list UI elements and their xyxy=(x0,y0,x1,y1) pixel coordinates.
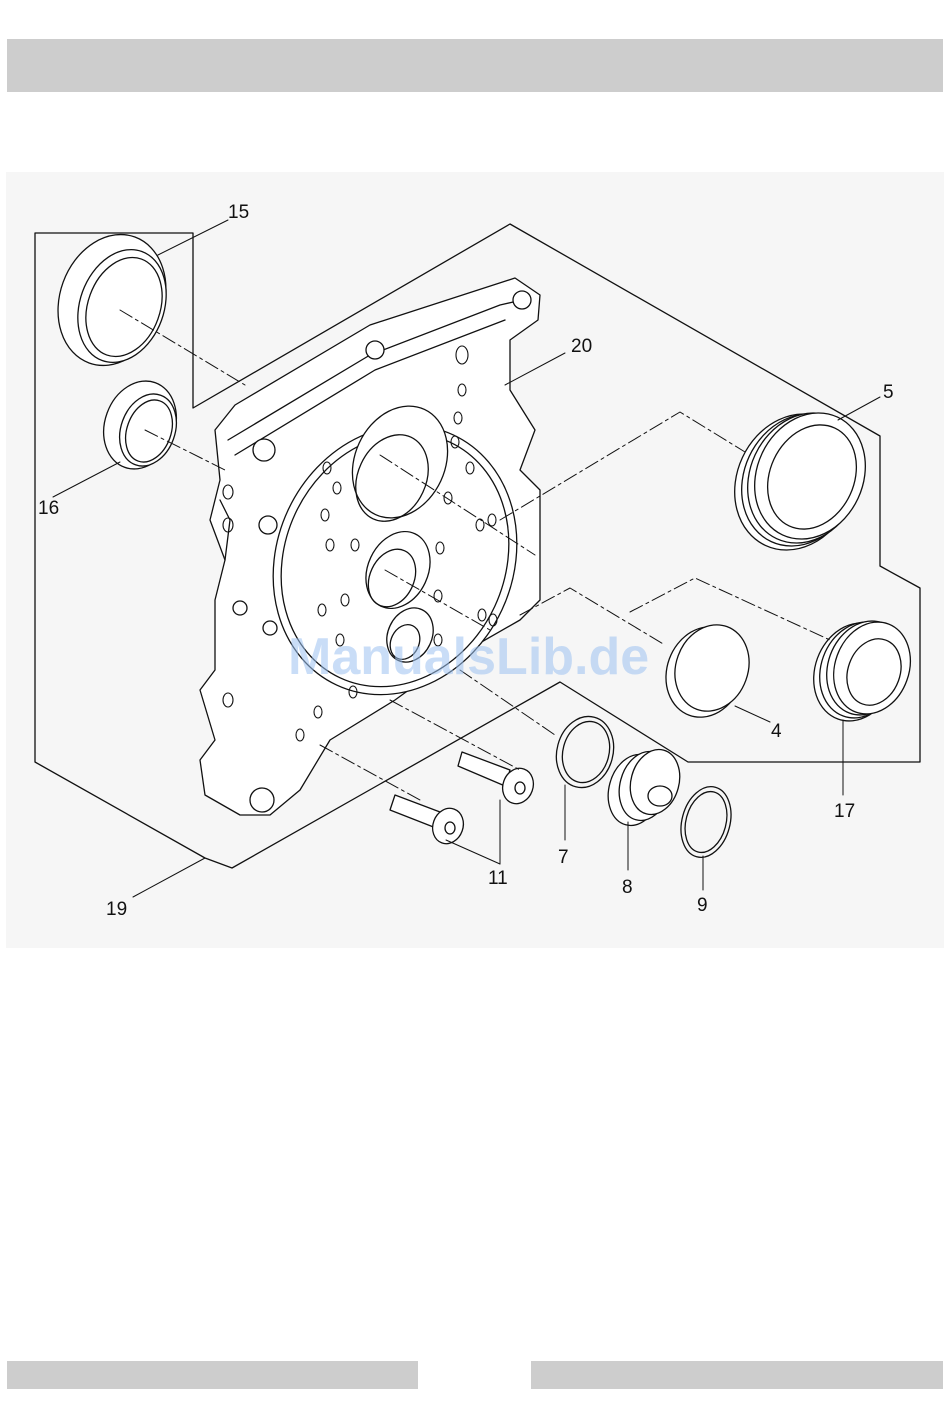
part-8-valve xyxy=(601,744,687,832)
part-5-grooved-ring xyxy=(713,394,886,570)
callout-11: 11 xyxy=(488,868,508,889)
callout-8: 8 xyxy=(622,877,633,898)
part-4-plug-disc xyxy=(654,614,761,728)
callout-17: 17 xyxy=(834,801,855,822)
footer-bar-right xyxy=(531,1361,943,1389)
callout-7: 7 xyxy=(558,847,569,868)
callout-20: 20 xyxy=(571,336,592,357)
part-16-bearing-cup xyxy=(92,371,189,480)
part-9-snap-ring xyxy=(674,781,739,863)
callout-16: 16 xyxy=(38,498,59,519)
part-17-grooved-ring xyxy=(800,610,923,733)
part-15-bearing-cup xyxy=(40,219,184,380)
callout-9: 9 xyxy=(697,895,708,916)
callout-4: 4 xyxy=(771,721,782,742)
footer-bar-left xyxy=(7,1361,418,1389)
watermark-text: ManualsLib.de xyxy=(288,628,649,686)
callout-19: 19 xyxy=(106,899,127,920)
callout-15: 15 xyxy=(228,202,249,223)
callout-5: 5 xyxy=(883,382,894,403)
